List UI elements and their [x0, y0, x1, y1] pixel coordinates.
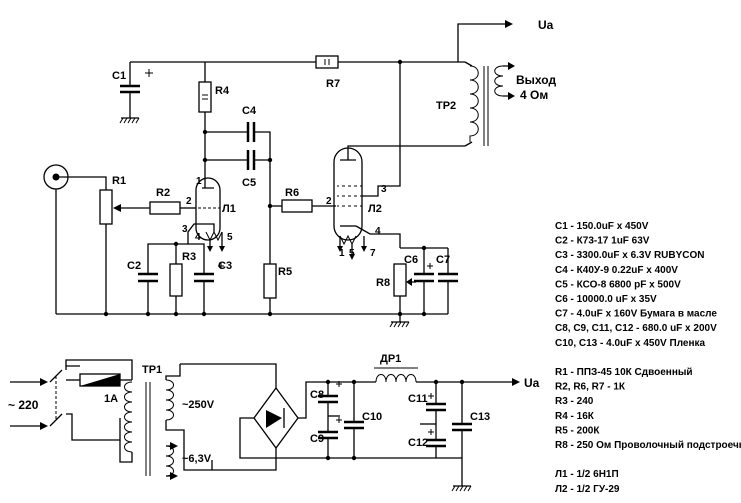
- parts-list-item: C2 - К73-17 1uF 63V: [555, 236, 650, 247]
- parts-list-item: R2, R6, R7 - 1К: [555, 382, 626, 393]
- label-dr1: ДР1: [380, 353, 401, 365]
- pin-l2-7: 7: [370, 248, 376, 259]
- parts-list-item: Л2 - 1/2 ГУ-29: [555, 484, 620, 495]
- label-c12: C12: [408, 437, 428, 449]
- choke-dr1: [374, 367, 520, 386]
- label-fuse: 1А: [104, 393, 118, 405]
- pin-l1-1: 1: [196, 176, 202, 187]
- parts-list-item: R3 - 240: [555, 396, 594, 407]
- fuse: [66, 373, 132, 387]
- pin-l2-3: 3: [381, 184, 387, 195]
- bridge-rectifier: [180, 363, 376, 471]
- parts-list-item: C8, C9, C11, C12 - 680.0 uF x 200V: [555, 323, 717, 334]
- pin-l2-2: 2: [326, 196, 332, 207]
- pin-l1-2: 2: [186, 196, 192, 207]
- label-c10: C10: [362, 411, 382, 423]
- filter-caps-c8-c9-c10: [318, 379, 364, 461]
- parts-list-item: C7 - 4.0uF x 160V Бумага в масле: [555, 309, 717, 320]
- resistor-r5: [263, 206, 277, 314]
- parts-list-item: C6 - 10000.0 uF x 35V: [555, 294, 657, 305]
- label-mains: ~ 220: [8, 398, 39, 412]
- parts-list-item: C1 - 150.0uF x 450V: [555, 221, 649, 232]
- potentiometer-r1: [99, 189, 150, 314]
- capacitor-c1: [120, 62, 153, 118]
- label-c4: C4: [242, 105, 257, 117]
- parts-list-item: R4 - 16К: [555, 411, 595, 422]
- label-c5: C5: [242, 177, 256, 189]
- label-c8: C8: [310, 389, 324, 401]
- power-supply-section: [10, 359, 520, 492]
- label-250v: ~250V: [182, 399, 215, 411]
- parts-list-item: Л1 - 1/2 6Н1П: [555, 469, 619, 480]
- label-tp2: ТР2: [436, 100, 456, 112]
- label-ua-psu: Ua: [524, 376, 540, 390]
- parts-list-item: R1 - ППЗ-45 10К Сдвоенный: [555, 367, 693, 378]
- mains-transformer-tp1: [119, 364, 212, 480]
- tube-l2: [333, 59, 403, 260]
- filter-caps-c11-c12-c13: [420, 379, 472, 458]
- label-c9: C9: [310, 433, 324, 445]
- parts-list-item: C5 - КСО-8 6800 pF x 500V: [555, 279, 681, 290]
- label-c13: C13: [470, 411, 490, 423]
- pin-l1-4: 4: [195, 232, 201, 243]
- label-c6: C6: [404, 254, 418, 266]
- label-6v3: ~6,3V: [182, 453, 212, 465]
- pin-l2-5: 5: [349, 248, 355, 259]
- label-r2: R2: [156, 187, 170, 199]
- resistor-r2: [149, 201, 181, 215]
- parts-list-item: R8 - 250 Ом Проволочный подстроечный: [555, 440, 741, 451]
- label-l2: Л2: [368, 203, 382, 215]
- label-c1: C1: [112, 70, 126, 82]
- parts-list-item: C4 - К40У-9 0.22uF x 400V: [555, 265, 678, 276]
- label-ua-top: Ua: [538, 18, 554, 32]
- label-c11: C11: [408, 393, 428, 405]
- parts-list-item: C10, C13 - 4.0uF x 450V Пленка: [555, 338, 706, 349]
- label-tp1: ТР1: [142, 364, 162, 376]
- label-output: Выход: [516, 73, 556, 87]
- parts-list-item: C3 - 3300.0uF x 6.3V RUBYCON: [555, 250, 705, 261]
- pin-l1-5: 5: [227, 232, 233, 243]
- resistor-r4: [198, 62, 212, 176]
- pin-l2-1: 1: [339, 248, 345, 259]
- label-c2: C2: [127, 260, 141, 272]
- tube-l1: [187, 176, 225, 252]
- label-output-impedance: 4 Ом: [520, 88, 548, 102]
- resistor-r6: [281, 199, 313, 213]
- capacitor-c4-c5: [202, 122, 273, 209]
- cathode-network-l1: [138, 240, 224, 314]
- label-r4: R4: [215, 85, 230, 97]
- label-r6: R6: [285, 187, 299, 199]
- pin-l2-4: 4: [375, 226, 381, 237]
- label-r1: R1: [112, 175, 126, 187]
- label-r7: R7: [326, 78, 340, 90]
- label-r5: R5: [278, 266, 292, 278]
- amplifier-section: [43, 20, 515, 328]
- label-c7: C7: [436, 254, 450, 266]
- resistor-r7: [315, 55, 339, 69]
- output-transformer-tp2: [400, 61, 515, 147]
- label-l1: Л1: [222, 203, 236, 215]
- cathode-network-l2: [393, 245, 458, 314]
- label-r3: R3: [182, 251, 196, 263]
- parts-list-item: R5 - 200К: [555, 425, 600, 436]
- pin-l1-3: 3: [182, 224, 188, 235]
- label-c3: C3: [218, 260, 232, 272]
- labels: Ua Выход 4 Ом ТР2 C1 R4 R7 C4 C5 R1 R2 Л…: [8, 18, 556, 465]
- label-r8: R8: [376, 277, 390, 289]
- parts-list: C1 - 150.0uF x 450V C2 - К73-17 1uF 63V C3…: [555, 221, 741, 495]
- input-jack: [43, 164, 107, 314]
